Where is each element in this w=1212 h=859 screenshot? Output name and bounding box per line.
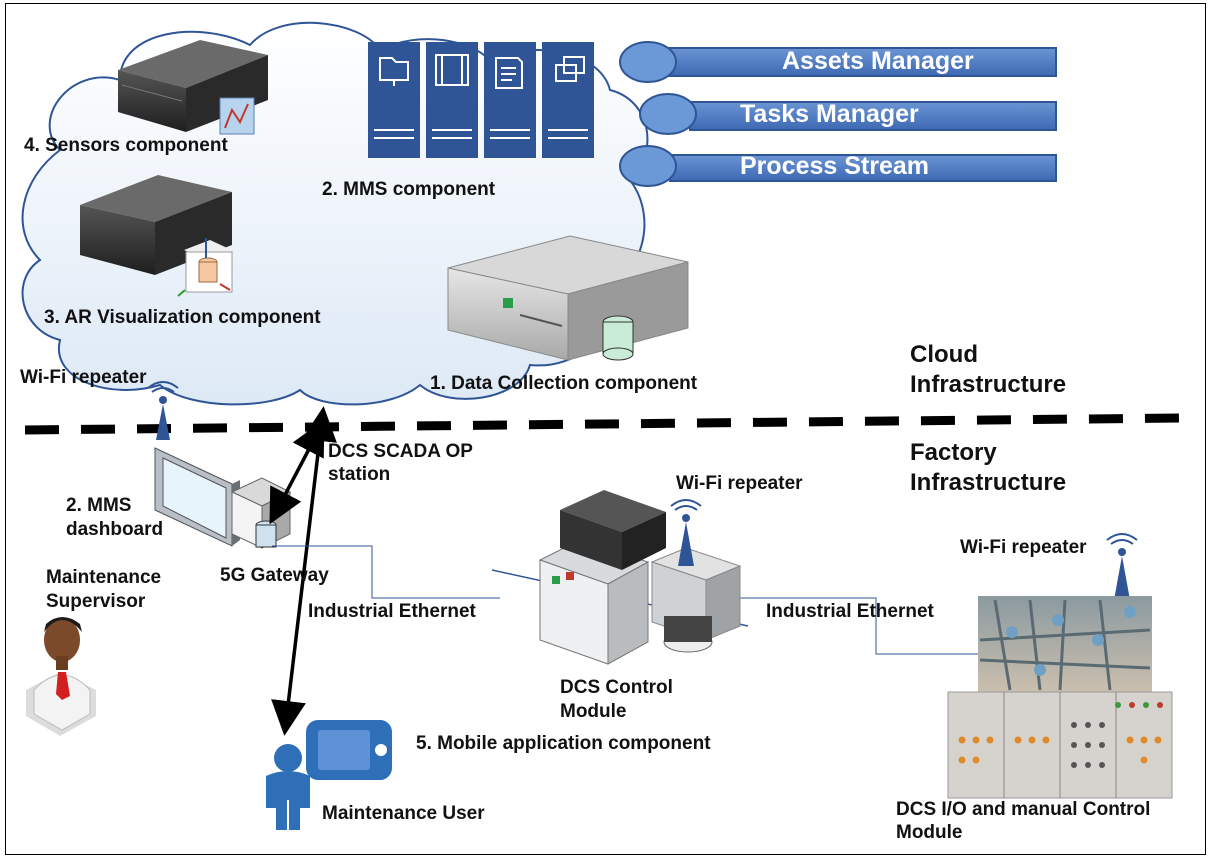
process-stream-pill — [619, 145, 1057, 187]
factory-infrastructure-label-line2: Infrastructure — [910, 469, 1067, 496]
mms-component-icon — [368, 42, 594, 158]
maintenance-user-label: Maintenance User — [322, 803, 485, 824]
cloud-infrastructure-label-line2: Infrastructure — [910, 371, 1067, 398]
wifi-repeater-right-icon — [1106, 533, 1138, 600]
data-collection-component-label: 1. Data Collection component — [430, 373, 698, 394]
industrial-ethernet-right-label: Industrial Ethernet — [766, 601, 934, 622]
sensors-server-icon — [118, 40, 268, 135]
supervisor-label-line2: Supervisor — [46, 591, 146, 612]
wifi-repeater-right-label: Wi-Fi repeater — [960, 537, 1087, 558]
connection-arrow-cloud-gateway — [269, 419, 325, 525]
gateway-icon — [230, 477, 292, 549]
industrial-ethernet-left-label: Industrial Ethernet — [308, 601, 476, 622]
sensors-component-label: 4. Sensors component — [24, 135, 228, 156]
maintenance-supervisor-icon — [26, 617, 96, 736]
wifi-repeater-left-icon — [147, 381, 179, 440]
wifi-repeater-middle-label: Wi-Fi repeater — [676, 473, 803, 494]
ar-visualization-component-label: 3. AR Visualization component — [44, 307, 321, 328]
mms-dashboard-label-line2: dashboard — [66, 519, 164, 540]
wifi-repeater-left-label: Wi-Fi repeater — [20, 367, 147, 388]
wifi-repeater-middle-icon — [670, 499, 702, 566]
ethernet-line-io — [740, 597, 980, 655]
mms-component-label: 2. MMS component — [322, 179, 496, 200]
data-collection-server-icon — [447, 235, 689, 361]
tasks-manager-label: Tasks Manager — [740, 100, 919, 128]
factory-infrastructure-label-line1: Factory — [910, 439, 997, 466]
dcs-io-label-line1: DCS I/O and manual Control — [896, 799, 1151, 820]
dcs-control-module-icon — [538, 490, 742, 665]
tasks-manager-pill — [639, 93, 1057, 135]
dcs-io-module-image — [947, 596, 1173, 799]
dcs-scada-label-line2: station — [328, 464, 391, 485]
maintenance-user-icon — [266, 744, 310, 830]
supervisor-label-line1: Maintenance — [46, 567, 162, 588]
mobile-tablet-icon — [306, 720, 392, 780]
mms-dashboard-monitor-icon — [154, 447, 240, 547]
ar-server-icon — [80, 175, 236, 297]
ethernet-line-gateway — [272, 545, 500, 599]
dcs-io-label-line2: Module — [896, 822, 963, 843]
gateway-label: 5G Gateway — [220, 565, 329, 586]
layer-boundary-line — [24, 413, 1181, 435]
dcs-control-label-line1: DCS Control — [560, 677, 673, 698]
process-stream-label: Process Stream — [740, 152, 930, 180]
diagram-frame — [5, 3, 1206, 855]
assets-manager-label: Assets Manager — [782, 47, 974, 75]
mobile-application-component-label: 5. Mobile application component — [416, 733, 711, 754]
dcs-scada-label-line1: DCS SCADA OP — [328, 441, 473, 462]
mms-dashboard-label-line1: 2. MMS — [66, 495, 132, 516]
dcs-control-label-line2: Module — [560, 701, 627, 722]
cloud-infrastructure-label-line1: Cloud — [910, 341, 978, 368]
assets-manager-pill — [619, 41, 1057, 83]
